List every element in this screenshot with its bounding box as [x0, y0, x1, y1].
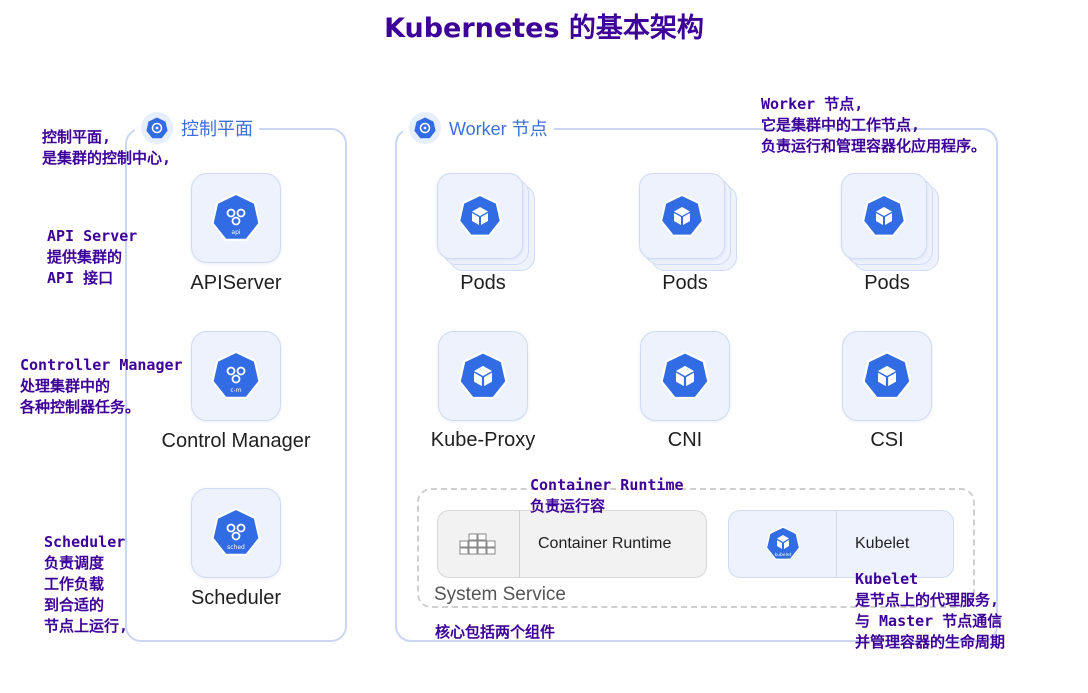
pods-label: Pods: [864, 272, 910, 294]
svg-text:api: api: [231, 229, 240, 236]
container-blocks-icon: [438, 511, 520, 577]
cube-icon: [862, 193, 906, 237]
worker-annotation: Worker 节点, 它是集群中的工作节点, 负责运行和管理容器化应用程序。: [761, 95, 987, 155]
worker-node-header: Worker 节点: [403, 112, 554, 144]
control-plane-title: 控制平面: [181, 119, 253, 139]
pods-label: Pods: [662, 272, 708, 294]
svg-text:kubelet: kubelet: [774, 552, 791, 558]
csi-card[interactable]: [842, 331, 932, 421]
control-manager-label: Control Manager: [161, 430, 311, 452]
svg-text:sched: sched: [227, 544, 245, 551]
scheduler-label: Scheduler: [190, 587, 282, 609]
scheduler-annotation: Scheduler 负责调度 工作负载 到合适的 节点上运行,: [44, 533, 129, 635]
kubelet-annotation: Kubelet 是节点上的代理服务, 与 Master 节点通信 并管理容器的生…: [855, 570, 1006, 651]
api-server-annotation: API Server 提供集群的 API 接口: [47, 227, 138, 287]
system-service-label: System Service: [432, 584, 568, 606]
worker-node-title: Worker 节点: [449, 119, 548, 139]
apiserver-label: APIServer: [190, 272, 282, 294]
diagram-title: Kubernetes 的基本架构: [384, 13, 704, 44]
pods-card[interactable]: [639, 173, 743, 277]
apiserver-icon: api: [211, 192, 261, 241]
cni-card[interactable]: [640, 331, 730, 421]
kubernetes-icon: [409, 112, 441, 144]
controller-manager-annotation: Controller Manager 处理集群中的 各种控制器任务。: [20, 356, 183, 416]
cube-icon: [862, 351, 912, 400]
cube-icon: [458, 351, 508, 400]
kube-proxy-label: Kube-Proxy: [430, 429, 536, 451]
pods-card[interactable]: [841, 173, 945, 277]
cni-label: CNI: [667, 429, 703, 451]
cube-icon: [660, 193, 704, 237]
cube-icon: [458, 193, 502, 237]
svg-text:c-m: c-m: [230, 387, 241, 394]
control-plane-header: 控制平面: [135, 112, 259, 144]
cube-icon: [660, 351, 710, 400]
kubelet-icon: kubelet: [729, 511, 837, 577]
worker-header-line: [578, 128, 738, 130]
container-runtime-label: Container Runtime: [538, 535, 672, 552]
control-manager-card[interactable]: c-m: [191, 331, 281, 421]
scheduler-card[interactable]: sched: [191, 488, 281, 578]
container-runtime-annotation: Container Runtime 负责运行容: [530, 476, 684, 515]
core-components-annotation: 核心包括两个组件: [435, 623, 556, 641]
kubernetes-icon: [141, 112, 173, 144]
system-service-box: [417, 488, 975, 608]
kubelet-label: Kubelet: [855, 535, 910, 552]
pods-label: Pods: [460, 272, 506, 294]
scheduler-icon: sched: [211, 507, 261, 556]
pods-card[interactable]: [437, 173, 541, 277]
control-plane-annotation: 控制平面, 是集群的控制中心,: [42, 128, 172, 167]
container-runtime-card[interactable]: Container Runtime: [437, 510, 707, 578]
apiserver-card[interactable]: api: [191, 173, 281, 263]
kubelet-card[interactable]: kubelet Kubelet: [728, 510, 954, 578]
kube-proxy-card[interactable]: [438, 331, 528, 421]
control-manager-icon: c-m: [211, 350, 261, 399]
csi-label: CSI: [870, 429, 904, 451]
